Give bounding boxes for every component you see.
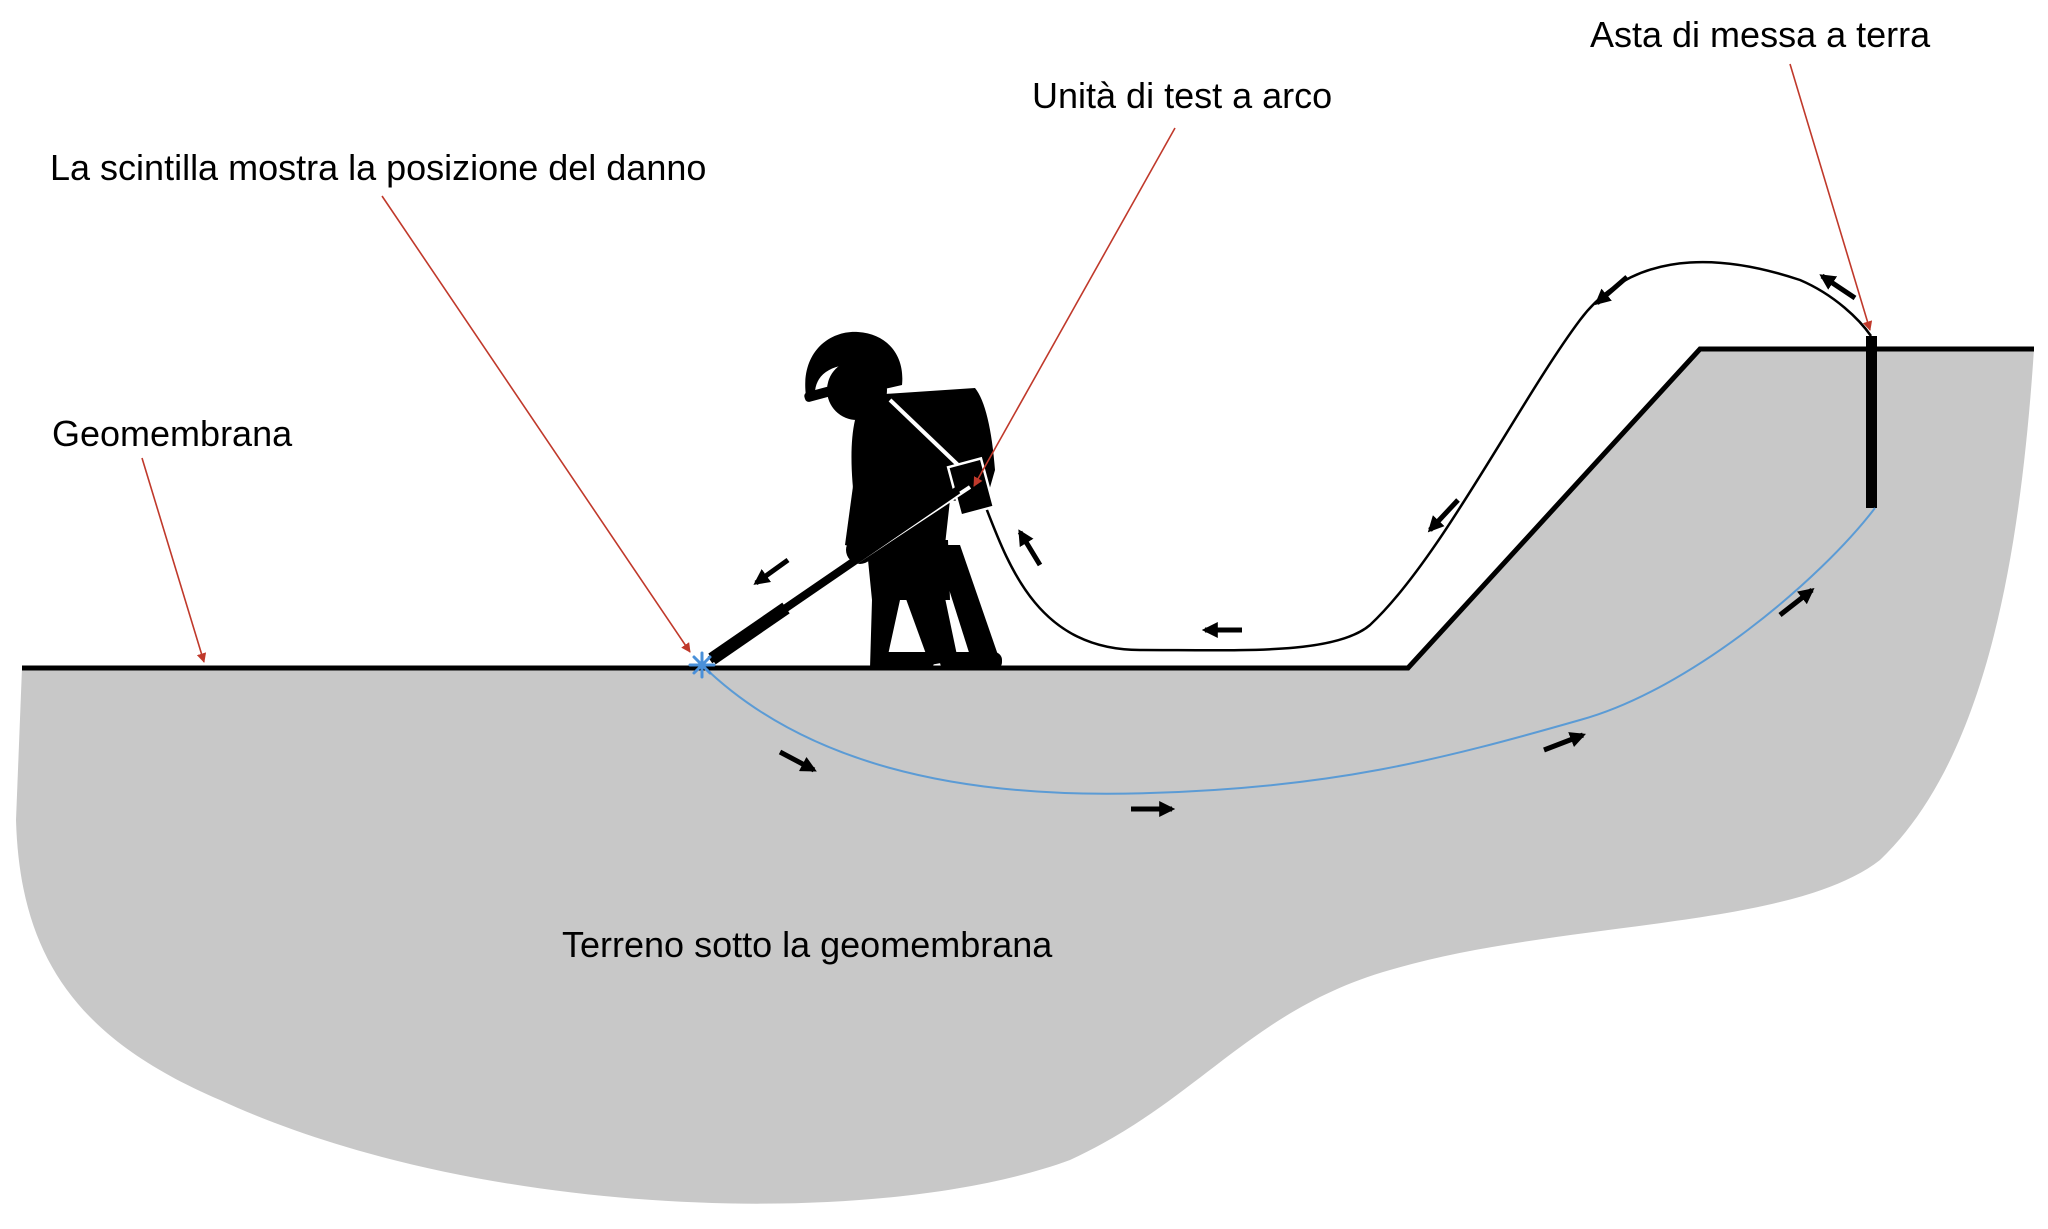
soil-body <box>16 349 2034 1204</box>
spark-asterisk-icon <box>688 651 716 679</box>
callout-lines <box>141 63 1873 663</box>
current-path-soil <box>702 507 1876 795</box>
direction-arrow-icon <box>1594 275 1629 306</box>
label-grounding-rod: Asta di messa a terra <box>1590 14 1931 55</box>
label-soil: Terreno sotto la geomembrana <box>562 924 1053 965</box>
label-geomembrane: Geomembrana <box>52 413 293 454</box>
label-spark: La scintilla mostra la posizione del dan… <box>50 147 706 188</box>
direction-arrow-icon <box>1778 588 1815 617</box>
worker-with-hard-hat-icon <box>804 331 1002 670</box>
test-wand-grip <box>708 602 790 665</box>
grounding-rod <box>1866 336 1877 508</box>
callout-spark <box>381 195 691 653</box>
direction-arrow-icon <box>778 749 817 773</box>
direction-arrow-icon <box>753 557 790 586</box>
direction-arrow-icon <box>1427 498 1460 533</box>
label-arc-test-unit: Unità di test a arco <box>1032 75 1332 116</box>
callout-grounding-rod <box>1789 63 1873 331</box>
callout-geomembrane <box>141 457 207 663</box>
test-cable <box>983 260 1873 652</box>
callout-arc-test-unit <box>973 127 1176 487</box>
unit-strap <box>888 398 960 467</box>
direction-arrow-icon <box>1543 732 1586 753</box>
direction-arrow-icon <box>1017 529 1043 567</box>
direction-arrow-icon <box>1819 273 1857 301</box>
direction-arrows <box>753 273 1857 818</box>
